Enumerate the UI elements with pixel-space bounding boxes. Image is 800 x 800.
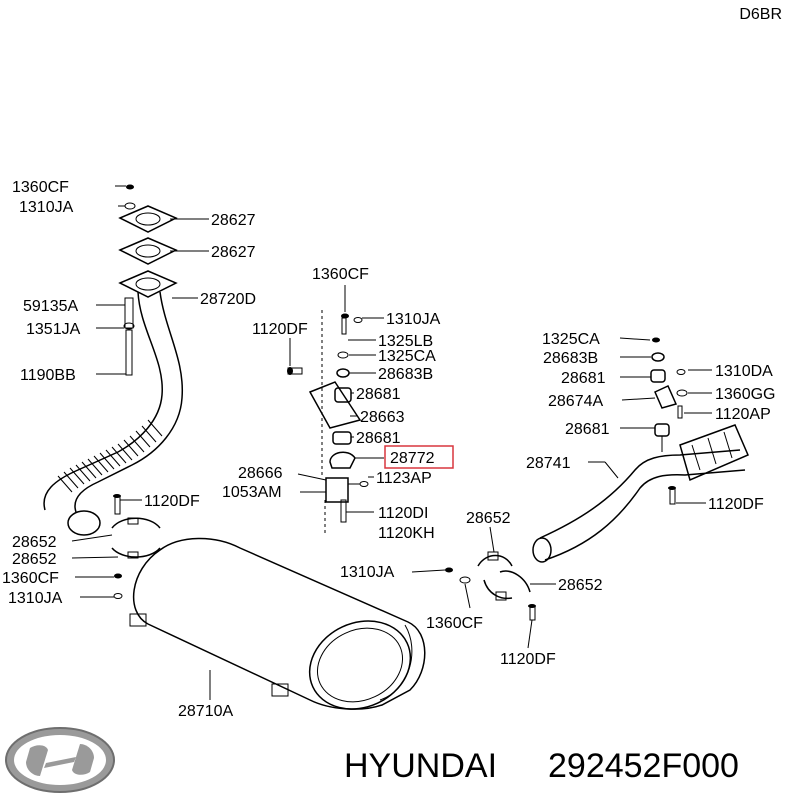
- label-28652: 28652: [558, 577, 603, 594]
- center-hanger-assembly: [287, 310, 369, 535]
- pipe-flange: [118, 270, 178, 298]
- part-number: 292452F000: [548, 747, 739, 785]
- label-28720D: 28720D: [200, 291, 256, 308]
- gasket-lower: [118, 237, 178, 265]
- label-28683B: 28683B: [378, 366, 433, 383]
- front-pipe-outlet: [67, 510, 101, 536]
- label-28652: 28652: [12, 551, 57, 568]
- label-1310JA: 1310JA: [386, 311, 441, 328]
- brand-name: HYUNDAI: [344, 747, 497, 785]
- part-labels: 1360CF 1310JA 28627 28627 59135A 28720D …: [2, 179, 775, 720]
- label-1360CF: 1360CF: [2, 570, 59, 587]
- label-1310DA: 1310DA: [715, 363, 773, 380]
- label-1351JA: 1351JA: [26, 321, 81, 338]
- label-59135A: 59135A: [23, 298, 78, 315]
- gasket-upper: [118, 205, 178, 233]
- label-1120DI: 1120DI: [378, 505, 428, 522]
- hyundai-logo: [5, 727, 115, 793]
- highlight-box-28772: [384, 445, 454, 469]
- label-1310JA: 1310JA: [19, 199, 74, 216]
- label-28627: 28627: [211, 212, 256, 229]
- bolt-1120DF-left: [113, 494, 121, 515]
- right-hanger-assembly: [650, 337, 688, 452]
- label-28683B: 28683B: [543, 350, 598, 367]
- label-1325CA: 1325CA: [542, 331, 600, 348]
- front-pipe-right-wall: [74, 291, 184, 513]
- label-1360CF: 1360CF: [426, 615, 483, 632]
- label-28666: 28666: [238, 465, 283, 482]
- label-1120DF: 1120DF: [708, 496, 764, 513]
- rubber-bushing-lower: [332, 431, 352, 445]
- label-28681: 28681: [565, 421, 610, 438]
- label-28710A: 28710A: [178, 703, 233, 720]
- label-1360GG: 1360GG: [715, 386, 775, 403]
- hanger-28666: [325, 477, 349, 503]
- label-1325LB: 1325LB: [378, 333, 433, 350]
- label-28652: 28652: [12, 534, 57, 551]
- label-1120KH: 1120KH: [378, 525, 435, 542]
- label-1120DF: 1120DF: [500, 651, 556, 668]
- label-1310JA: 1310JA: [8, 590, 63, 607]
- label-28681: 28681: [561, 370, 606, 387]
- hanger-clip-28772: [329, 451, 356, 469]
- leader-lines: [71, 185, 712, 700]
- long-bolt: [125, 329, 133, 376]
- front-pipe-left-wall: [43, 291, 163, 511]
- label-28772: 28772: [390, 450, 435, 467]
- label-28627: 28627: [211, 244, 256, 261]
- label-1120DF: 1120DF: [144, 493, 200, 510]
- clamp-left: [111, 517, 161, 599]
- label-28741: 28741: [526, 455, 571, 472]
- label-28663: 28663: [360, 409, 405, 426]
- label-1120DF: 1120DF: [252, 321, 308, 338]
- label-1310JA: 1310JA: [340, 564, 395, 581]
- label-1123AP: 1123AP: [376, 470, 432, 487]
- label-1325CA: 1325CA: [378, 348, 436, 365]
- rubber-bushing-upper: [334, 387, 352, 403]
- flex-bellows: [57, 419, 163, 493]
- label-28652: 28652: [466, 510, 511, 527]
- label-1360CF: 1360CF: [312, 266, 369, 283]
- label-28681: 28681: [356, 386, 401, 403]
- tail-pipe: [532, 424, 749, 563]
- label-28674A: 28674A: [548, 393, 603, 410]
- front-pipe-assembly: [43, 184, 184, 536]
- stud-bolt: [124, 297, 134, 329]
- label-1190BB: 1190BB: [20, 367, 76, 384]
- washer-top: [124, 202, 136, 210]
- nut-top: [126, 184, 134, 190]
- main-muffler: [129, 537, 426, 710]
- stud-washer: [123, 322, 135, 330]
- label-1360CF: 1360CF: [12, 179, 69, 196]
- clamp-middle: [445, 551, 536, 621]
- hanger-bracket-28663: [308, 381, 362, 429]
- label-1120AP: 1120AP: [715, 406, 771, 423]
- label-1053AM: 1053AM: [222, 484, 282, 501]
- diagram-code: D6BR: [739, 6, 782, 23]
- label-28681: 28681: [356, 430, 401, 447]
